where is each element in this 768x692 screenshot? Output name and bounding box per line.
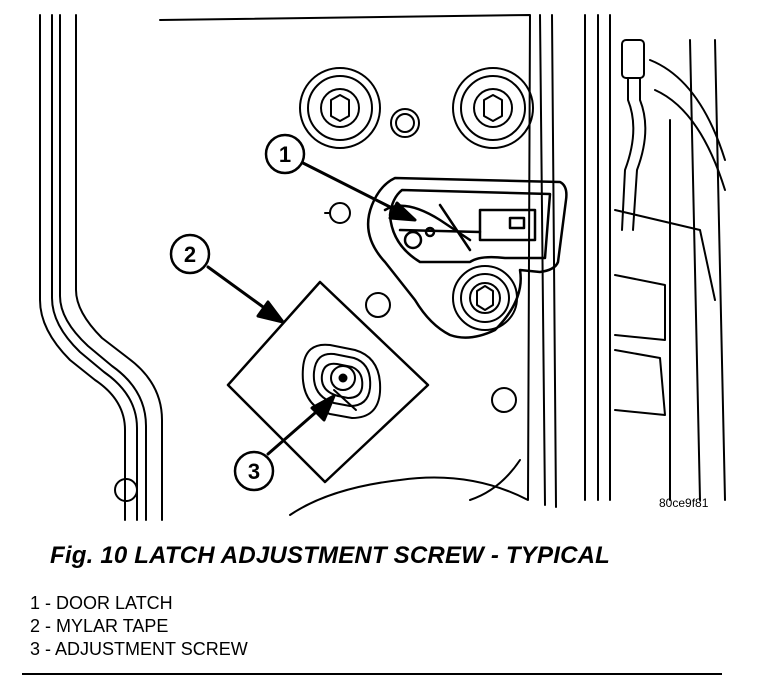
- figure-code: 80ce9f81: [659, 496, 709, 510]
- callout-arrow-2: [206, 265, 285, 324]
- callout-2-number: 2: [184, 242, 196, 267]
- callout-arrow-1: [301, 161, 417, 222]
- fastener-top-right: [452, 67, 534, 149]
- callout-3-number: 3: [248, 459, 260, 484]
- callout-2: 2: [169, 233, 211, 275]
- small-boss: [390, 108, 420, 138]
- mylar-tape: [226, 280, 430, 484]
- latch-fastener: [452, 265, 518, 331]
- access-holes: [114, 292, 517, 502]
- pillar-and-harness: [584, 14, 726, 501]
- legend: 1 - DOOR LATCH 2 - MYLAR TAPE 3 - ADJUST…: [30, 592, 248, 661]
- callout-3: 3: [233, 450, 275, 492]
- door-panel: [159, 14, 557, 516]
- callout-arrow-3: [266, 394, 336, 456]
- door-frame-lines: [39, 14, 163, 521]
- fastener-top-left: [299, 67, 381, 149]
- legend-item-adjustment-screw: 3 - ADJUSTMENT SCREW: [30, 639, 248, 659]
- legend-item-mylar-tape: 2 - MYLAR TAPE: [30, 616, 169, 636]
- figure-caption: Fig. 10 LATCH ADJUSTMENT SCREW - TYPICAL: [50, 542, 610, 569]
- latch-diagram: 1 2 3: [39, 14, 726, 521]
- callout-1-number: 1: [279, 142, 291, 167]
- legend-item-door-latch: 1 - DOOR LATCH: [30, 593, 173, 613]
- callout-1: 1: [264, 133, 306, 175]
- bottom-divider: [22, 673, 722, 675]
- small-hole-left: [324, 202, 351, 224]
